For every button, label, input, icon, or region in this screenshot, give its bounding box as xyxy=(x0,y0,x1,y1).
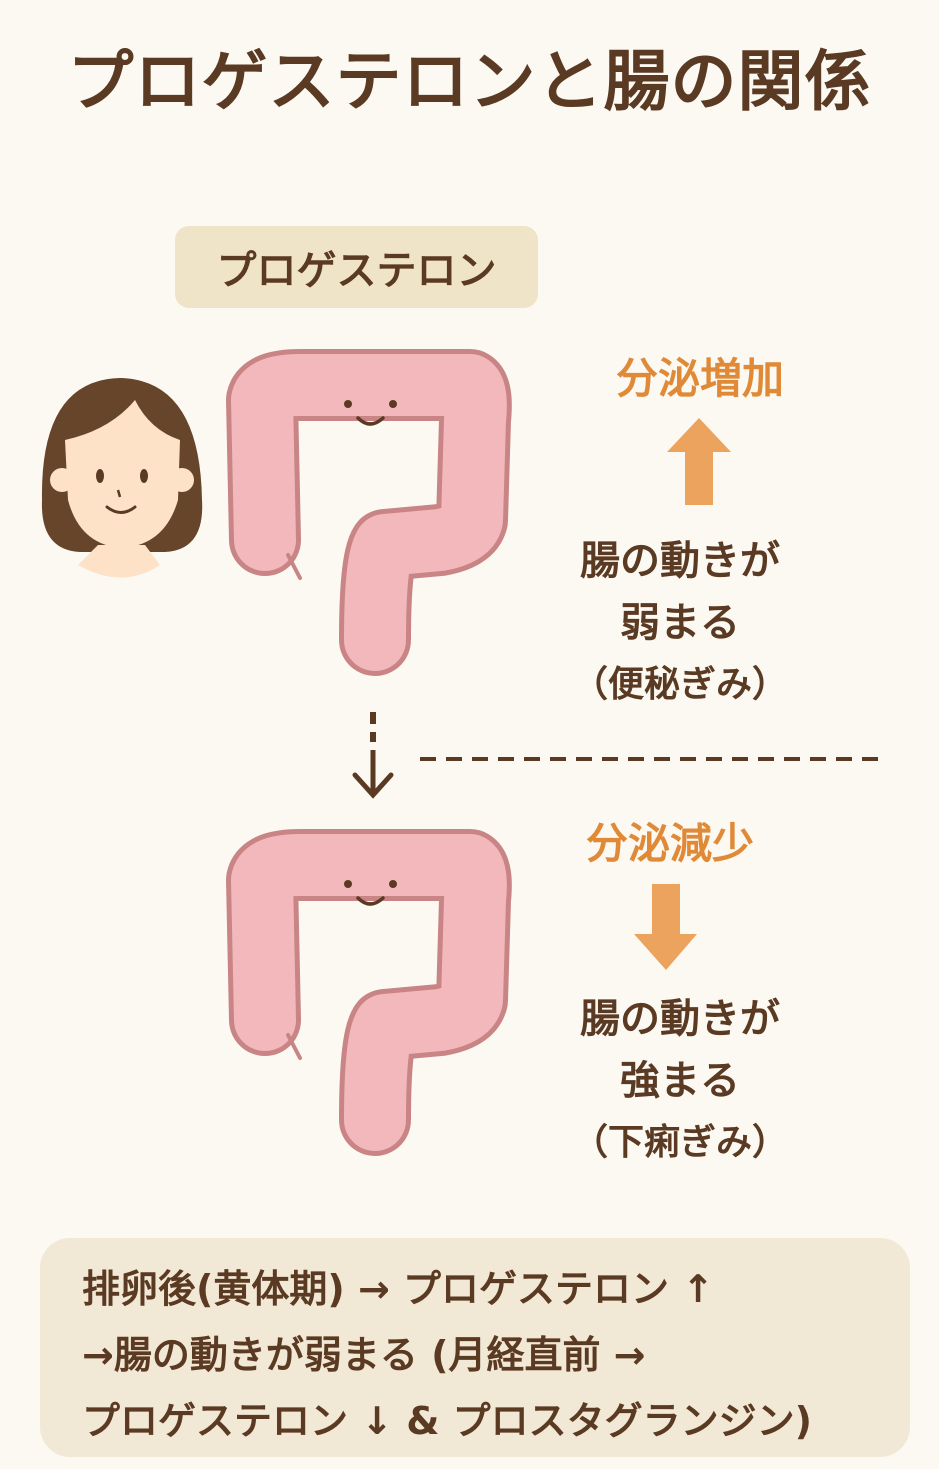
upper-effect-line2: 弱まる xyxy=(620,600,740,646)
lower-effect: 腸の動きが 強まる （下痢ぎみ） xyxy=(530,988,830,1174)
lower-effect-line2: 強まる xyxy=(620,1058,740,1104)
arrow-up-icon xyxy=(667,418,731,505)
hormone-tag: プロゲステロン xyxy=(175,226,538,308)
transition-arrow-icon xyxy=(352,712,394,799)
note-line-1: 排卵後(黄体期) → プロゲステロン ↑ xyxy=(82,1267,715,1311)
colon-upper-icon xyxy=(262,385,476,640)
page-title: プロゲステロンと腸の関係 xyxy=(67,43,872,120)
colon-lower-icon xyxy=(262,865,476,1120)
lower-effect-line1: 腸の動きが xyxy=(580,996,780,1042)
upper-effect: 腸の動きが 弱まる （便秘ぎみ） xyxy=(530,530,830,716)
secretion-increase-label: 分泌増加 xyxy=(615,354,784,403)
secretion-decrease-label: 分泌減少 xyxy=(585,819,754,868)
arrow-down-icon xyxy=(634,884,697,970)
summary-note: 排卵後(黄体期) → プロゲステロン ↑ →腸の動きが弱まる (月経直前 → プ… xyxy=(40,1238,910,1457)
lower-result: （下痢ぎみ） xyxy=(571,1122,788,1163)
note-line-2: →腸の動きが弱まる (月経直前 → xyxy=(82,1333,646,1377)
upper-effect-line1: 腸の動きが xyxy=(580,538,780,584)
note-line-3: プロゲステロン ↓ & プロスタグランジン) xyxy=(82,1399,813,1443)
upper-result: （便秘ぎみ） xyxy=(571,664,788,705)
woman-avatar-icon xyxy=(41,378,203,578)
